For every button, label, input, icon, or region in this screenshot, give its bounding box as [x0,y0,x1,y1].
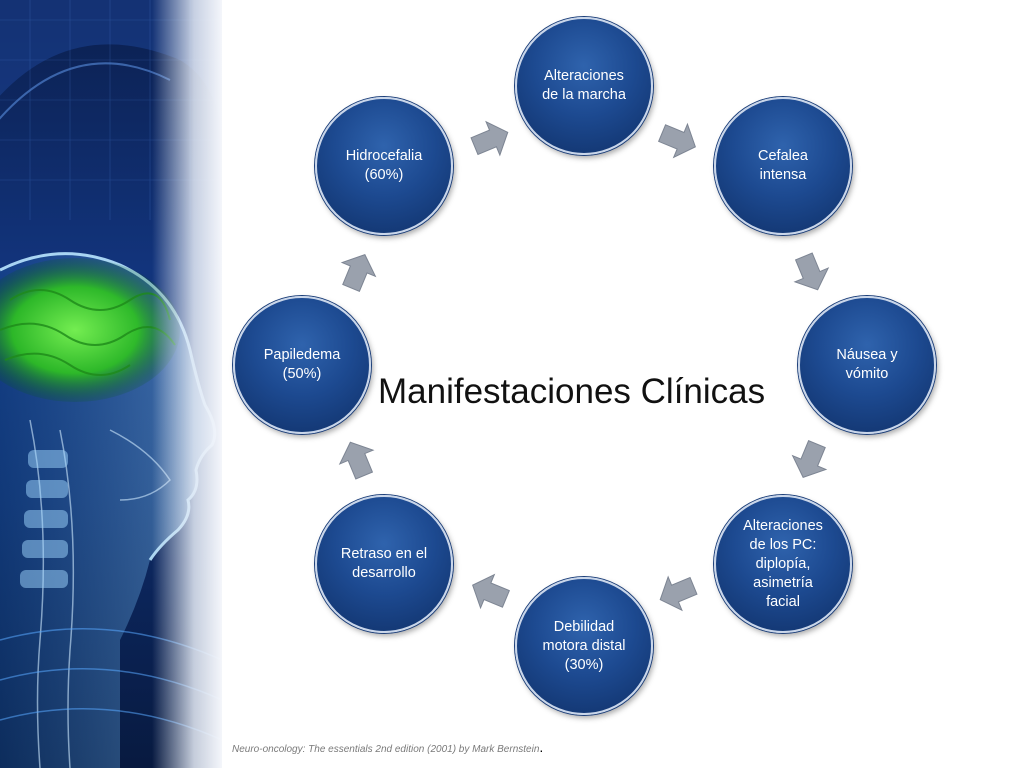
node-alteraciones-pc: Alteraciones de los PC: diplopía, asimet… [714,495,852,633]
cycle-arrow [657,122,696,159]
node-papiledema: Papiledema (50%) [233,296,371,434]
slide-title: Manifestaciones Clínicas [378,372,766,411]
cycle-arrow [338,441,375,480]
node-nausea: Náusea y vómito [798,296,936,434]
cycle-arrow [472,573,511,610]
node-label: Debilidad motora distal (30%) [542,618,626,673]
cycle-arrow [659,575,698,612]
node-hidrocefalia: Hidrocefalia (60%) [315,97,453,235]
cycle-arrow [470,120,509,157]
cycle-arrow [793,252,830,291]
node-label: Hidrocefalia (60%) [345,148,423,183]
node-alteraciones-marcha: Alteraciones de la marcha [515,17,653,155]
node-label: Alteraciones de la marcha [542,68,626,103]
citation-text: Neuro-oncology: The essentials 2nd editi… [232,744,540,755]
node-label: Náusea y vómito [836,347,898,382]
cycle-arrow [791,439,828,478]
node-label: Alteraciones de los PC: diplopía, asimet… [743,517,823,610]
node-cefalea: Cefalea intensa [714,97,852,235]
citation: Neuro-oncology: The essentials 2nd editi… [232,739,543,755]
brain-illustration [0,0,222,768]
node-retraso-desarrollo: Retraso en el desarrollo [315,495,453,633]
node-label: Papiledema (50%) [263,347,341,382]
cycle-arrow [340,254,377,293]
node-label: Cefalea intensa [758,148,808,183]
citation-dot: . [539,739,544,755]
node-label: Retraso en el desarrollo [340,546,428,581]
node-debilidad-motora: Debilidad motora distal (30%) [515,577,653,715]
